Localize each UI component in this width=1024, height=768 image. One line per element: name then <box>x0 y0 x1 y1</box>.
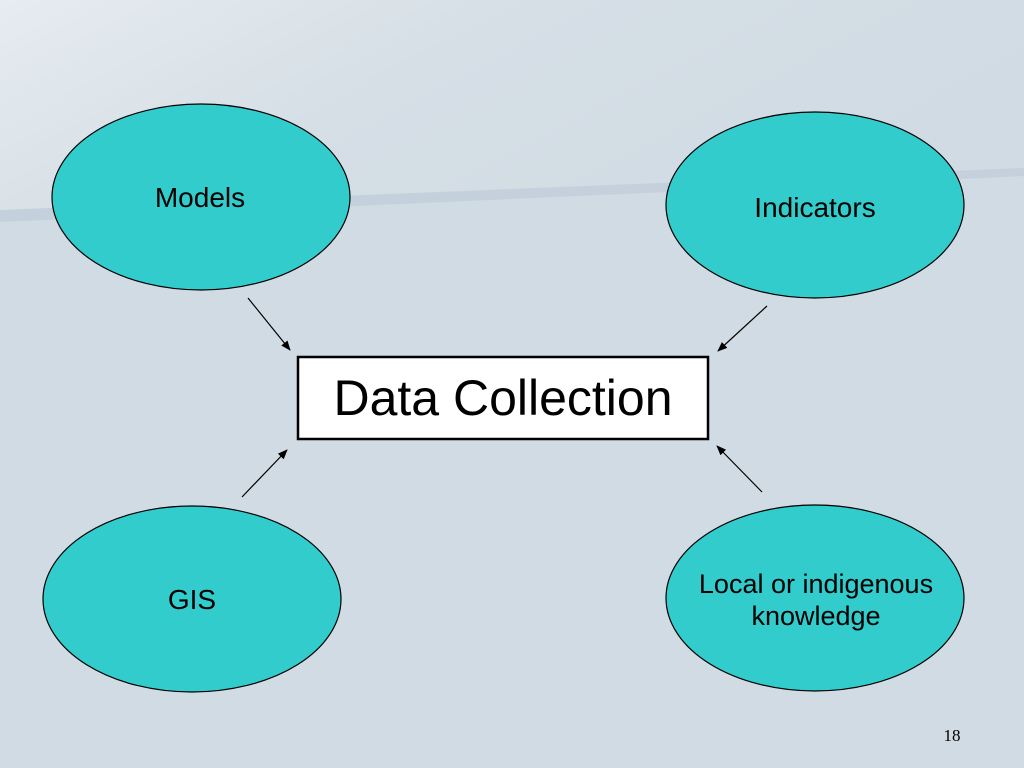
data-collection-label: Data Collection <box>333 370 673 426</box>
indicators-label: Indicators <box>675 180 955 236</box>
arrow-local-to-center <box>716 445 763 493</box>
local-knowledge-line-1: Local or indigenous <box>698 568 934 599</box>
models-label-text: Models <box>154 182 246 214</box>
arrow-models-to-center <box>247 297 291 351</box>
gis-label: GIS <box>52 572 332 628</box>
arrow-indicators-to-center <box>717 305 768 352</box>
local-knowledge-line-2: knowledge <box>751 601 881 631</box>
models-node <box>51 103 351 291</box>
arrow-gis-to-center <box>241 449 288 498</box>
local-knowledge-label: Local or indigenous knowledge <box>668 560 964 640</box>
gis-node <box>42 505 342 693</box>
page-number: 18 <box>943 726 961 745</box>
indicators-label-text: Indicators <box>754 192 876 224</box>
models-label: Models <box>60 170 340 226</box>
data-collection-box <box>296 355 710 441</box>
indicators-node <box>665 111 965 299</box>
gis-label-text: GIS <box>167 584 217 616</box>
local-knowledge-node <box>665 504 965 692</box>
